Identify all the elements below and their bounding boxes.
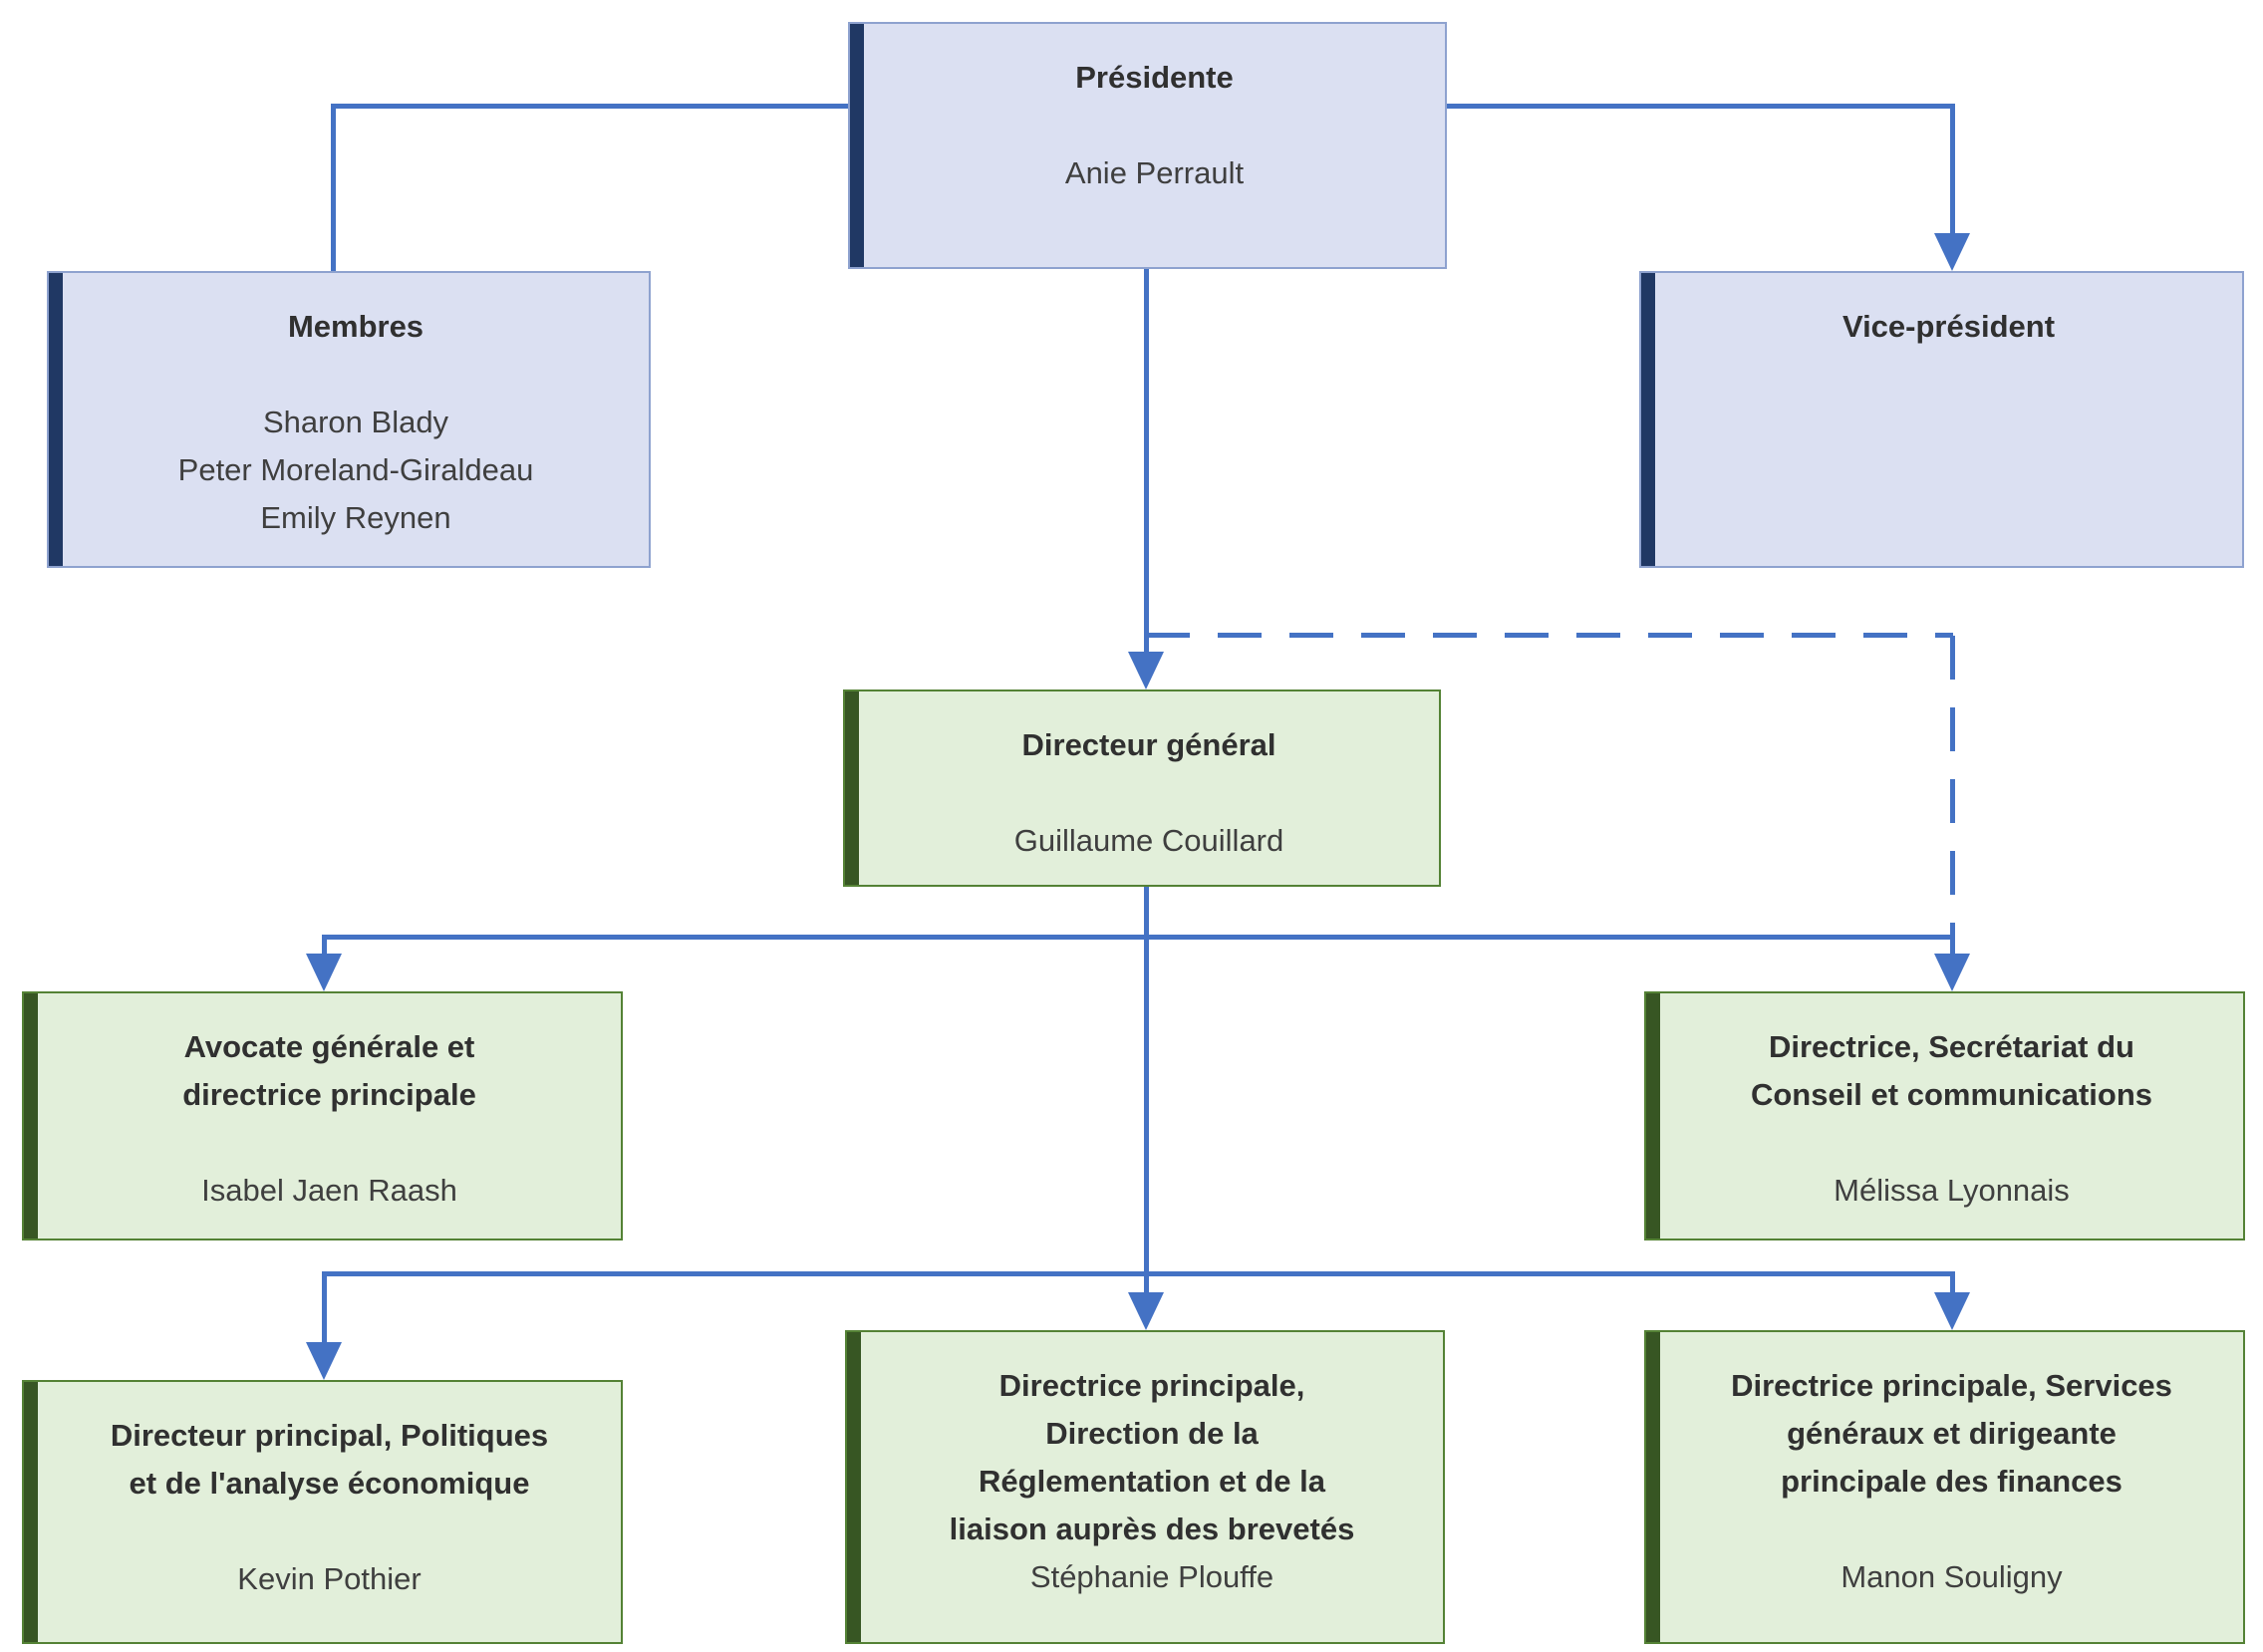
accent-bar (1646, 993, 1660, 1239)
accent-bar (850, 24, 864, 267)
connector-stub-avocate (322, 935, 327, 958)
arrowhead-politiques (306, 1342, 342, 1380)
connector-dg-trunk (1144, 885, 1149, 1296)
accent-bar (1641, 273, 1655, 566)
node-name: Anie Perrault (1064, 155, 1245, 190)
title-name-spacer (56, 1508, 603, 1555)
arrowhead-avocate (306, 954, 342, 991)
connector-drop-vice-president (1950, 104, 1955, 237)
arrowhead-secretariat (1934, 954, 1970, 991)
accent-bar (24, 1382, 38, 1642)
node-title: Directrice principale, Direction de la R… (949, 1368, 1355, 1546)
node-name: Isabel Jaen Raash (201, 1173, 457, 1208)
node-content: Membres Sharon Blady Peter Moreland-Gira… (63, 273, 649, 566)
connector-drop-membres (331, 104, 336, 271)
accent-bar (24, 993, 38, 1239)
node-title: Directeur général (1021, 727, 1276, 762)
org-node-membres: Membres Sharon Blady Peter Moreland-Gira… (47, 271, 651, 568)
node-content: Avocate générale et directrice principal… (38, 993, 621, 1239)
title-name-spacer (81, 351, 631, 399)
node-name: Guillaume Couillard (1013, 823, 1284, 858)
node-title: Directeur principal, Politiques et de l'… (110, 1418, 549, 1501)
connector-stub-services (1950, 1271, 1955, 1296)
connector-stub-secretariat (1950, 935, 1955, 958)
arrowhead-services (1934, 1292, 1970, 1330)
org-node-politiques: Directeur principal, Politiques et de l'… (22, 1380, 623, 1644)
accent-bar (1646, 1332, 1660, 1642)
title-name-spacer (1678, 1506, 2225, 1553)
connector-dashed-horizontal (1146, 633, 1953, 638)
node-content: Présidente Anie Perrault (864, 24, 1445, 267)
title-name-spacer (56, 1119, 603, 1167)
node-name: Manon Souligny (1840, 1559, 2063, 1594)
node-name: Stéphanie Plouffe (1029, 1559, 1274, 1594)
title-name-spacer (1673, 351, 2224, 399)
org-node-presidente: Présidente Anie Perrault (848, 22, 1447, 269)
node-name: Mélissa Lyonnais (1834, 1173, 2070, 1208)
connector-presidente-dg (1144, 267, 1149, 656)
node-content: Directeur général Guillaume Couillard (859, 691, 1439, 885)
title-name-spacer (882, 102, 1427, 149)
node-title: Avocate générale et directrice principal… (182, 1029, 476, 1112)
node-title: Vice-président (1841, 309, 2056, 344)
org-node-directeur-general: Directeur général Guillaume Couillard (843, 689, 1441, 887)
accent-bar (847, 1332, 861, 1642)
node-title: Présidente (1075, 60, 1234, 95)
arrowhead-vice-president (1934, 233, 1970, 271)
node-name: Sharon Blady Peter Moreland-Giraldeau Em… (177, 405, 534, 535)
node-name: Kevin Pothier (237, 1561, 422, 1596)
connector-low-horizontal (322, 1271, 1955, 1276)
node-content: Directeur principal, Politiques et de l'… (38, 1382, 621, 1642)
org-node-reglementation: Directrice principale, Direction de la R… (845, 1330, 1445, 1644)
connector-mid-horizontal (322, 935, 1955, 940)
node-title: Membres (287, 309, 424, 344)
org-node-secretariat: Directrice, Secrétariat du Conseil et co… (1644, 991, 2245, 1240)
node-title: Directrice principale, Services généraux… (1731, 1368, 2172, 1499)
org-node-vice-president: Vice-président (1639, 271, 2244, 568)
connector-dashed-vertical (1950, 636, 1955, 937)
node-content: Vice-président (1655, 273, 2242, 566)
org-node-avocate: Avocate générale et directrice principal… (22, 991, 623, 1240)
node-title: Directrice, Secrétariat du Conseil et co… (1750, 1029, 2153, 1112)
accent-bar (845, 691, 859, 885)
accent-bar (49, 273, 63, 566)
arrowhead-directeur-general (1128, 652, 1164, 689)
title-name-spacer (877, 769, 1421, 817)
node-content: Directrice principale, Direction de la R… (861, 1332, 1443, 1642)
connector-stub-politiques (322, 1271, 327, 1346)
org-node-services: Directrice principale, Services généraux… (1644, 1330, 2245, 1644)
node-content: Directrice principale, Services généraux… (1660, 1332, 2243, 1642)
arrowhead-reglementation (1128, 1292, 1164, 1330)
title-name-spacer (1678, 1119, 2225, 1167)
node-content: Directrice, Secrétariat du Conseil et co… (1660, 993, 2243, 1239)
